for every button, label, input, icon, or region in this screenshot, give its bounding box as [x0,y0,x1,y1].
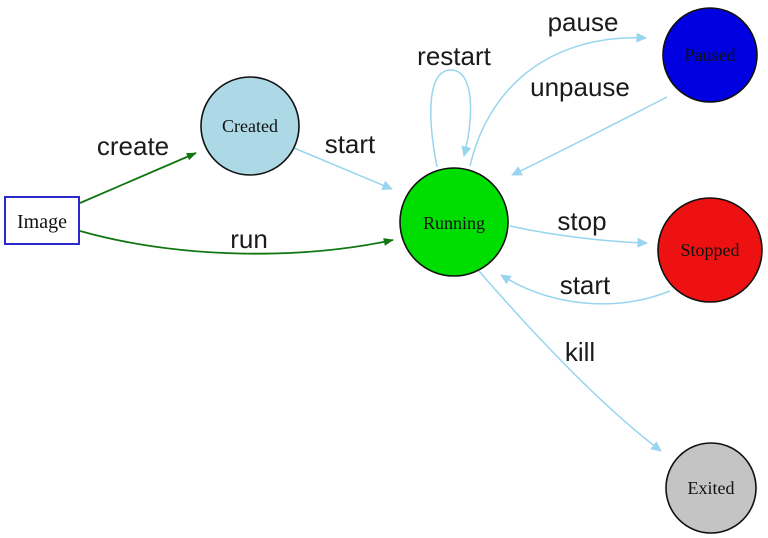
running-node-circle [399,167,509,277]
edge-kill [478,270,662,452]
edge-start-created-running [293,147,393,190]
edge-label-create: create [97,131,169,161]
edge-start-stopped-running [500,274,671,305]
edge-label-pause: pause [548,7,619,37]
edge-label-run: run [230,224,268,254]
edge-pause [469,32,647,167]
node-image: Image [4,196,80,245]
paused-node-circle [662,7,758,103]
exited-node-circle [665,442,757,534]
edge-unpause [511,96,668,176]
edge-label-restart: restart [417,41,491,71]
edge-label-start-stopped: start [560,270,611,300]
image-node-label: Image [17,211,67,233]
created-node-circle [200,76,300,176]
node-created: Created [200,76,300,176]
edge-run [79,230,394,255]
paused-node-label: Paused [685,45,736,65]
exited-node-label: Exited [688,478,735,498]
edge-label-kill: kill [565,337,595,367]
node-running: Running [399,167,509,277]
stopped-node-label: Stopped [680,240,739,260]
edge-stop [509,225,648,248]
edge-label-stop: stop [557,206,606,236]
node-paused: Paused [662,7,758,103]
created-node-label: Created [222,116,278,136]
running-node-label: Running [423,213,485,233]
node-stopped: Stopped [657,197,763,303]
edge-label-start-created: start [325,129,376,159]
edge-create [79,152,197,204]
edge-restart-self-loop [430,69,472,168]
image-node-box [4,196,80,245]
stopped-node-circle [657,197,763,303]
edge-label-unpause: unpause [530,72,630,102]
node-exited: Exited [665,442,757,534]
